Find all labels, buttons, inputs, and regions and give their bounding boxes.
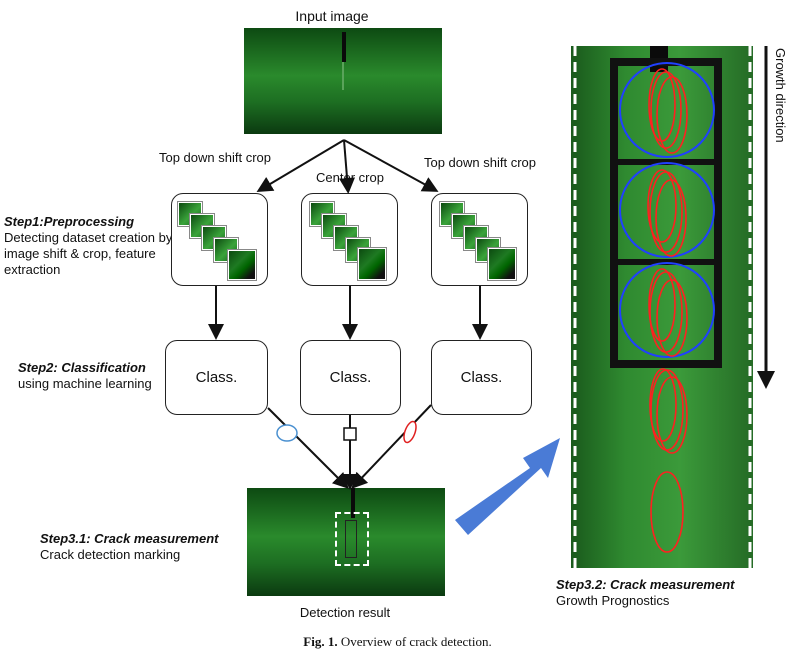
blue-circle (619, 62, 715, 158)
step1-title: Step1:Preprocessing (4, 214, 135, 229)
red-ellipse (647, 169, 677, 243)
blue-circle (619, 262, 715, 358)
crop-thumb (228, 250, 256, 280)
arrow-to-left-crop (256, 139, 345, 193)
crop-box-center (301, 193, 398, 286)
step2-desc: using machine learning (18, 376, 152, 391)
detection-marker-box (345, 520, 357, 558)
red-ellipse (649, 368, 677, 442)
class-box-left: Class. (165, 340, 268, 415)
crop-thumb (358, 248, 386, 280)
crop-thumb (488, 248, 516, 280)
arrow-to-center-crop (339, 139, 356, 194)
step2-title: Step2: Classification (18, 360, 146, 375)
red-ellipse (648, 68, 676, 142)
class-label: Class. (329, 369, 372, 386)
step31-title: Step3.1: Crack measurement (40, 531, 219, 546)
crop-label-left: Top down shift crop (158, 150, 271, 165)
crop-box-left (171, 193, 268, 286)
step32-desc: Growth Prognostics (556, 593, 670, 608)
input-image (244, 28, 442, 134)
figure-caption: Fig. 1. Overview of crack detection. (0, 634, 795, 650)
red-ellipse-group (647, 68, 688, 553)
class-label: Class. (195, 369, 238, 386)
figure-caption-text: Overview of crack detection. (340, 634, 492, 649)
detection-bounding-box (335, 512, 369, 566)
class-label: Class. (460, 369, 503, 386)
measure-frame (610, 58, 722, 368)
input-image-label: Input image (295, 8, 369, 24)
step32-title: Step3.2: Crack measurement (556, 577, 735, 592)
red-ellipse (650, 369, 684, 451)
step1-desc: Detecting dataset creation by image shif… (4, 230, 173, 277)
crop-label-right: Top down shift crop (423, 155, 536, 170)
red-ellipse-marker (403, 420, 417, 444)
black-square-marker (343, 427, 357, 441)
input-crack-faint (342, 62, 344, 90)
step31-desc: Crack detection marking (40, 547, 181, 562)
blue-circle-marker (276, 424, 298, 442)
class-box-right: Class. (431, 340, 532, 415)
class-box-center: Class. (300, 340, 401, 415)
arrow-right-class-to-detection (351, 404, 432, 489)
detection-label: Detection result (299, 605, 391, 620)
figure-number: Fig. 1. (303, 634, 338, 649)
arrow-to-right-crop (343, 139, 439, 192)
red-ellipse (650, 471, 684, 553)
big-blue-arrow (455, 438, 560, 535)
blue-circle (619, 162, 715, 258)
red-ellipse (650, 71, 682, 149)
detection-image (247, 488, 445, 596)
crop-box-right (431, 193, 528, 286)
red-ellipse (648, 268, 676, 342)
red-ellipse (656, 76, 688, 154)
arrow-left-class-to-detection (267, 407, 349, 489)
input-crack (342, 32, 346, 62)
detection-crack (351, 488, 355, 518)
growth-image (571, 46, 753, 568)
